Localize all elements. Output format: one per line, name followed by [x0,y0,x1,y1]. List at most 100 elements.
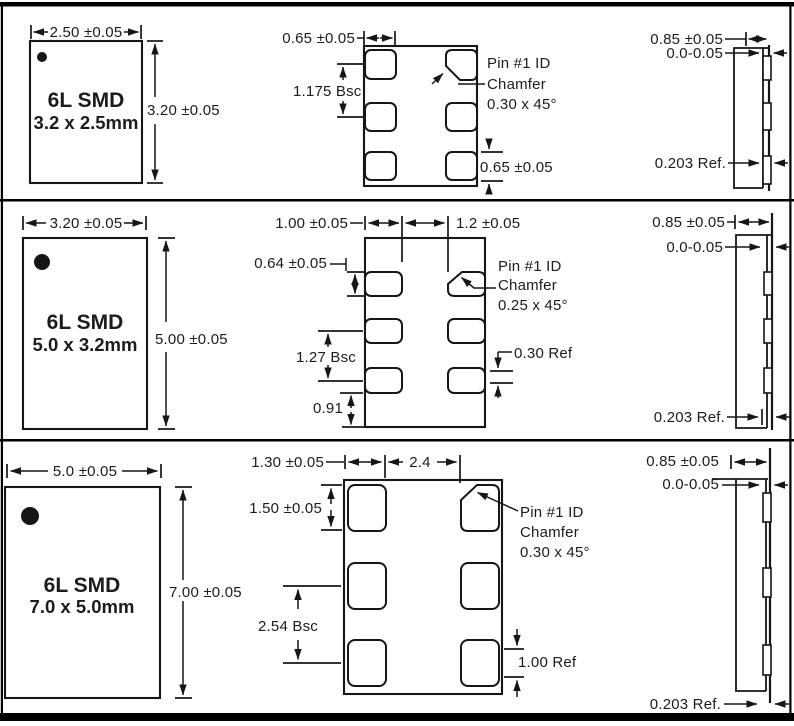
package3-side-view: 0.85 ±0.05 0.0-0.05 0.203 Ref. [646,448,789,713]
package1-name-label: 6L SMD [48,89,125,112]
package3-pin1-line2: Chamfer [520,524,579,541]
package1-width-dimension: 2.50 ±0.05 [30,24,142,41]
package3-lead-thickness-text: 0.203 Ref. [650,696,721,713]
pad [364,151,397,181]
package2-side-view: 0.85 ±0.05 0.0-0.05 0.203 Ref. [652,213,790,430]
package2-pin1-line3: 0.25 x 45° [498,297,568,314]
package1-side-view: 0.85 ±0.05 0.0-0.05 0.203 Ref. [650,31,788,191]
package3-pin1-line1: Pin #1 ID [520,504,584,521]
package3-pad-width-dimension: 1.30 ±0.05 2.4 [251,454,461,483]
package3-pin1-line3: 0.30 x 45° [520,544,590,561]
pad [364,49,397,80]
package2-pitch-dimension: 1.27 Bsc [296,330,363,382]
frame-left [0,2,4,718]
pad [347,562,387,610]
package2-pitch-text: 1.27 Bsc [296,349,356,366]
pad [460,639,500,687]
package1-standoff-text: 0.0-0.05 [666,45,723,62]
package1-size-label: 3.2 x 2.5mm [34,112,139,133]
package2-pad-ref-text: 0.30 Ref [514,345,573,362]
package3-lead-thickness-dimension: 0.203 Ref. [650,696,789,713]
pad [364,367,403,394]
package3-standoff-text: 0.0-0.05 [662,476,719,493]
package1-row: 6L SMD 3.2 x 2.5mm 2.50 ±0.05 3.20 ±0.05 [28,24,788,195]
package3-pitch-text: 2.54 Bsc [258,618,318,635]
package2-thickness-text: 0.85 ±0.05 [652,214,725,231]
package2-row: 6L SMD 5.0 x 3.2mm 3.20 ±0.05 5.00 ±0.05 [21,213,790,431]
side-lead [762,102,772,131]
package3-pad-height-dimension: 1.50 ±0.05 [249,484,342,531]
package2-front-view: 6L SMD 5.0 x 3.2mm 3.20 ±0.05 5.00 ±0.05 [21,215,228,431]
package1-body-outline [28,39,144,185]
package2-pin1-line2: Chamfer [498,277,557,294]
pad [460,562,500,610]
package2-body-outline [21,236,149,431]
package3-width-dimension: 5.0 ±0.05 [6,463,162,480]
package1-height-text: 3.20 ±0.05 [147,102,220,119]
package3-name-label: 6L SMD [44,574,121,597]
package3-standoff-dimension: 0.0-0.05 [662,476,788,493]
pad [364,102,397,132]
package1-land-view: 0.65 ±0.05 1.175 Bsc 0.65 ±0.05 [282,30,557,195]
row-divider-1 [0,199,794,202]
package2-height-text: 5.00 ±0.05 [155,331,228,348]
package2-edge-offset-dimension: 0.91 [313,392,364,428]
package2-lead-thickness-text: 0.203 Ref. [654,409,725,426]
package2-side-outline [735,234,772,429]
package3-thickness-dimension: 0.85 ±0.05 [646,453,767,470]
side-lead [763,367,773,394]
side-lead [762,567,772,598]
package3-front-view: 6L SMD 7.0 x 5.0mm 5.0 ±0.05 7.00 ±0.05 [3,463,242,700]
pad [347,484,387,532]
package1-pitch-text: 1.175 Bsc [293,83,362,100]
package2-pin1-dot [34,254,50,270]
package3-thickness-text: 0.85 ±0.05 [646,453,719,470]
package2-inner-gap-text: 1.2 ±0.05 [456,215,520,232]
package2-standoff-dimension: 0.0-0.05 [666,239,789,256]
frame-bottom [0,713,794,721]
package2-width-dimension: 3.20 ±0.05 [22,215,147,232]
package2-pad-height-dimension: 0.64 ±0.05 [254,255,364,297]
package1-pin1-line1: Pin #1 ID [487,55,551,72]
package2-thickness-dimension: 0.85 ±0.05 [652,214,770,231]
side-lead [762,644,772,676]
package2-pad-height-text: 0.64 ±0.05 [254,255,327,272]
package1-pad-height-text: 0.65 ±0.05 [480,159,553,176]
package1-thickness-dimension: 0.85 ±0.05 [650,31,767,48]
package1-lead-thickness-text: 0.203 Ref. [655,155,726,172]
package1-pad-width-text: 0.65 ±0.05 [282,30,355,47]
pad [364,318,403,344]
package2-lead-thickness-dimension: 0.203 Ref. [654,409,790,426]
package3-size-label: 7.0 x 5.0mm [30,596,135,617]
package3-pad-ref-dimension: 1.00 Ref [504,629,577,697]
frame-right [789,2,792,718]
package3-pad-height-text: 1.50 ±0.05 [249,500,322,517]
package1-thickness-text: 0.85 ±0.05 [650,31,723,48]
package2-pad-ref-dimension: 0.30 Ref [490,345,573,398]
package2-width-text: 3.20 ±0.05 [50,215,123,232]
package3-pitch-dimension: 2.54 Bsc [258,585,341,664]
package1-pin1-note: Pin #1 ID Chamfer 0.30 x 45° [431,55,557,113]
package2-edge-offset-text: 0.91 [313,400,343,417]
package1-pad-width-dimension: 0.65 ±0.05 [282,30,396,47]
package2-size-label: 5.0 x 3.2mm [33,334,138,355]
package3-side-outline [735,479,766,692]
package1-pin1-line3: 0.30 x 45° [487,96,557,113]
side-lead [762,55,772,81]
pad [445,151,478,181]
side-lead [763,271,773,296]
package1-side-outline [733,47,769,189]
package1-front-view: 6L SMD 3.2 x 2.5mm 2.50 ±0.05 3.20 ±0.05 [28,24,220,185]
package1-width-text: 2.50 ±0.05 [50,24,123,41]
package3-height-dimension: 7.00 ±0.05 [169,486,242,699]
package3-width-text: 5.0 ±0.05 [53,463,117,480]
pad [364,271,403,297]
package2-land-view: 1.00 ±0.05 1.2 ±0.05 0.64 ±0.05 [254,215,573,429]
package3-row: 6L SMD 7.0 x 5.0mm 5.0 ±0.05 7.00 ±0.05 [3,448,789,713]
package2-standoff-text: 0.0-0.05 [666,239,723,256]
package3-pin1-note: Pin #1 ID Chamfer 0.30 x 45° [477,491,590,561]
package1-lead-thickness-dimension: 0.203 Ref. [655,155,788,172]
